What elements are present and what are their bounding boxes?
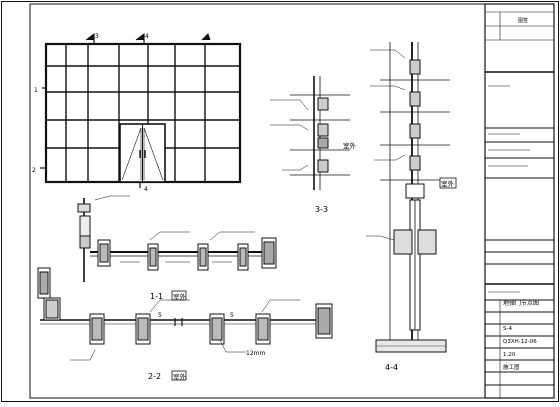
design-stage: 施工图: [503, 363, 520, 371]
drawing-title: 地弹门节点图: [503, 299, 539, 307]
cut-label-2: 2: [32, 167, 36, 174]
sheet-inner-border: [29, 3, 555, 399]
section-title-1-1: 1-1: [150, 292, 163, 301]
room-tag-box-4: [439, 177, 457, 189]
section-4-4-detail: [366, 42, 450, 353]
section-title-4-4: 4-4: [385, 363, 398, 372]
room-tag-4: 室外: [441, 179, 455, 188]
callout-5-a: 5: [158, 312, 162, 319]
section-2-2-detail: [37, 267, 333, 361]
cut-label-3: 3: [95, 33, 99, 40]
section-1-1-detail: [77, 195, 277, 282]
title-block: [484, 3, 555, 399]
room-tag-1: 室外: [173, 292, 187, 301]
cut-label-4-bottom: 4: [144, 186, 148, 193]
section-title-3-3: 3-3: [315, 205, 328, 214]
cut-label-4: 4: [145, 33, 149, 40]
elevation-view: [40, 33, 242, 188]
room-tag-2: 室外: [173, 372, 187, 381]
dimension-12mm: 12mm: [246, 350, 265, 357]
project-code: Q3XH-12-06: [503, 339, 537, 345]
drawing-scale: 1:20: [503, 352, 516, 358]
section-3-3-detail: [270, 76, 350, 190]
section-title-2-2: 2-2: [148, 372, 161, 381]
sheet-number: S-4: [503, 326, 512, 332]
room-tag-3: 室外: [343, 141, 357, 150]
callout-5-b: 5: [230, 312, 234, 319]
title-stamp: 图签: [518, 17, 528, 24]
room-tag-box-2: [171, 370, 187, 381]
cut-label-1: 1: [34, 87, 38, 94]
